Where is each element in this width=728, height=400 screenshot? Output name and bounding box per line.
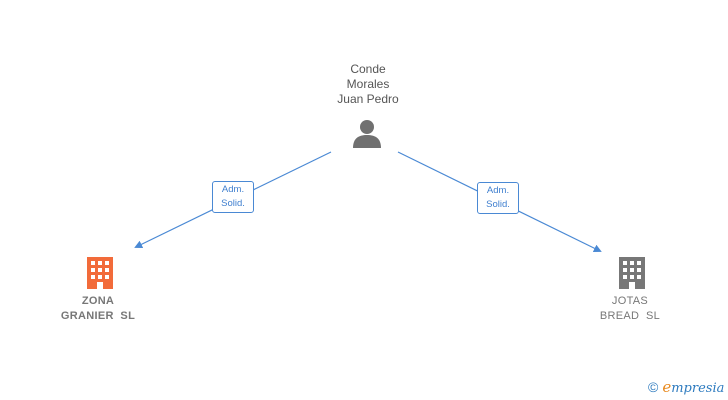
- relation-label-jotas[interactable]: Adm. Solid.: [477, 182, 519, 214]
- person-name[interactable]: Conde Morales Juan Pedro: [308, 62, 428, 107]
- person-icon[interactable]: [351, 119, 383, 149]
- person-name-line-3: Juan Pedro: [337, 92, 399, 106]
- relation-label-line-2: Solid.: [486, 199, 510, 210]
- building-icon[interactable]: [83, 255, 117, 291]
- company-name-line-1: ZONA: [81, 295, 115, 307]
- person-name-line-1: Conde: [350, 62, 386, 76]
- company-name-line-1: JOTAS: [611, 295, 649, 307]
- brand-initial: e: [662, 378, 672, 396]
- company-name-jotas[interactable]: JOTAS BREAD SL: [570, 294, 690, 324]
- relation-label-line-2: Solid.: [221, 198, 245, 209]
- person-name-line-2: Morales: [346, 77, 390, 91]
- company-name-line-2: BREAD SL: [599, 310, 661, 322]
- building-icon[interactable]: [615, 255, 649, 291]
- empresia-logo[interactable]: ©empresia: [648, 378, 728, 398]
- copyright-icon: ©: [648, 379, 659, 395]
- relation-label-line-1: Adm.: [486, 185, 510, 196]
- company-name-zona[interactable]: ZONA GRANIER SL: [38, 294, 158, 324]
- relation-label-line-1: Adm.: [221, 184, 245, 195]
- company-name-line-2: GRANIER SL: [60, 310, 136, 322]
- relation-label-zona[interactable]: Adm. Solid.: [212, 181, 254, 213]
- brand-name: mpresia: [671, 381, 725, 396]
